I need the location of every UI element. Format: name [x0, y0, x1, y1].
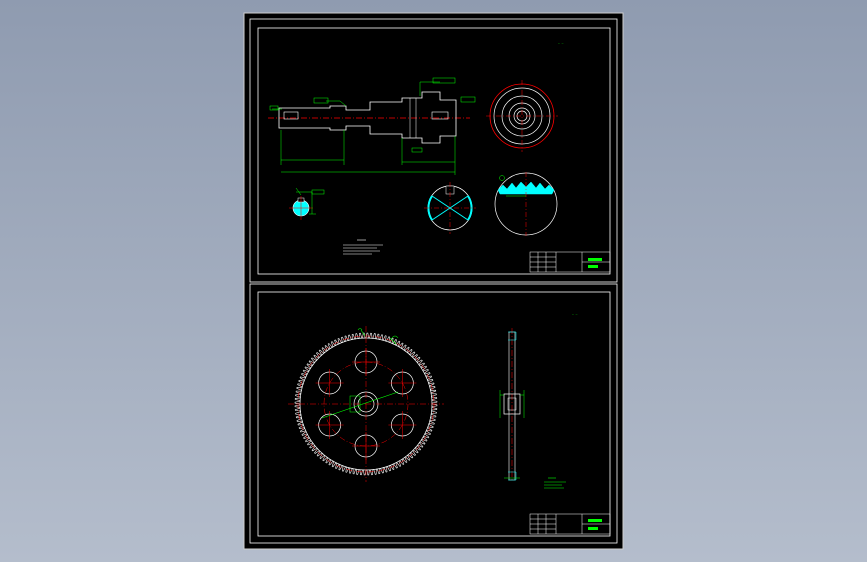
bottom-outer-frame	[249, 283, 618, 544]
bottom-inner-frame	[257, 291, 611, 537]
top-notes	[343, 239, 383, 255]
gear-side-dimensions	[499, 390, 525, 479]
bottom-scale-note: — —	[572, 312, 578, 316]
tolerance-tag-4	[269, 105, 279, 111]
gear-lightening-hole	[388, 369, 417, 397]
tooth-profile-band	[497, 181, 555, 195]
tolerance-tag-5	[411, 147, 423, 153]
gear-side-section[interactable]	[499, 328, 525, 482]
top-sheet: — —	[249, 18, 618, 283]
gear-side-rim-top	[508, 331, 517, 341]
bottom-sheet: — —	[249, 283, 618, 544]
gear-side-rim-bottom	[508, 471, 517, 481]
top-scale-note: — —	[558, 41, 564, 45]
tooth-section-view[interactable]	[494, 172, 558, 236]
end-ring-2	[501, 95, 543, 137]
shaft-keyway	[283, 111, 299, 120]
gear-lightening-hole	[388, 411, 417, 439]
shaft-keyway-2	[431, 111, 449, 120]
gear-side-hub	[503, 393, 521, 415]
top-inner-frame	[257, 27, 611, 275]
shaft-end-view[interactable]	[486, 80, 558, 152]
shaft-outline	[278, 91, 457, 144]
tolerance-tag-3	[460, 96, 476, 103]
tolerance-tag-2	[313, 97, 329, 104]
tolerance-tag-1	[432, 77, 456, 84]
bottom-title-block[interactable]	[529, 513, 611, 535]
gear-lightening-hole	[315, 369, 344, 397]
shaft-dimensions	[272, 81, 456, 175]
drawing-sheet	[243, 12, 624, 550]
keyway-dimensions	[295, 187, 325, 215]
top-outer-frame	[249, 18, 618, 283]
tooth-section-marker	[499, 175, 505, 181]
cyan-section-diag-2	[431, 195, 469, 221]
gear-face-view[interactable]	[288, 326, 444, 482]
bottom-notes	[544, 477, 566, 489]
gear-hole-pattern-circle	[323, 361, 409, 447]
top-title-block[interactable]	[529, 251, 611, 273]
gear-dimensions	[321, 328, 399, 419]
cyan-section-view[interactable]	[424, 182, 476, 234]
gear-side-bore	[507, 397, 517, 411]
keyway-section-view[interactable]	[289, 187, 325, 220]
shaft-elevation-view[interactable]	[268, 77, 476, 175]
